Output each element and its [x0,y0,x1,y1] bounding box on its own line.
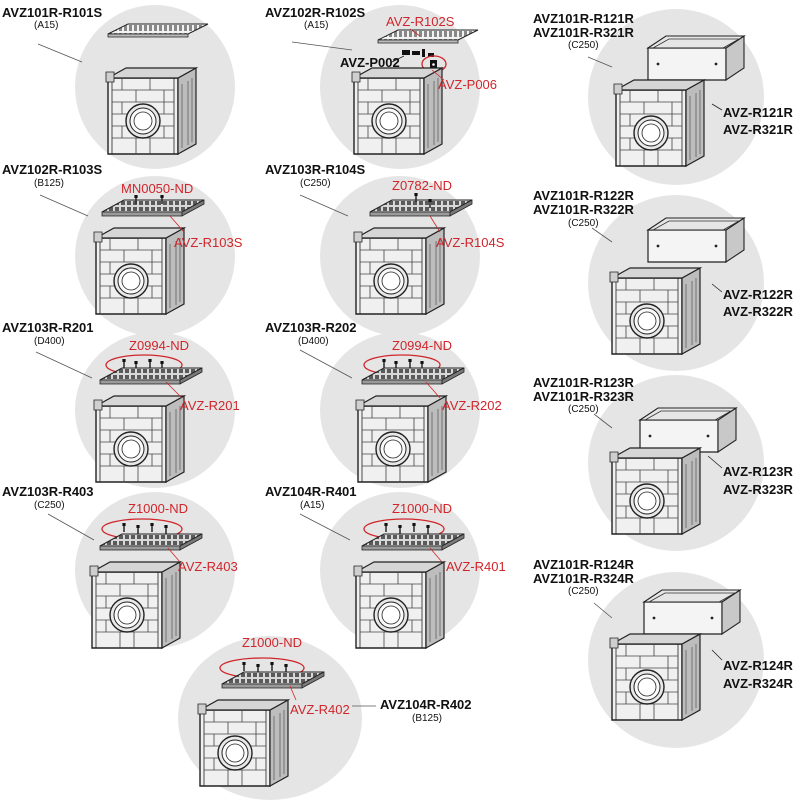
product-avz101r-r121r [587,9,764,185]
product-avz101r-r101s [37,5,235,169]
callout-z0994-nd-1: Z0994-ND [129,338,189,353]
callout-z1000-nd-3: Z1000-ND [242,635,302,650]
callout-avz-r323r: AVZ-R323R [723,482,793,497]
bolt-icon [402,49,434,57]
callout-avz-r402: AVZ-R402 [290,702,350,717]
product-avz101r-r123r [588,375,764,551]
callout-avz-r121r: AVZ-R121R [723,105,793,120]
product-code: AVZ101R-R122R [533,188,634,203]
load-class: (B125) [34,178,65,189]
load-class: (C250) [300,178,331,189]
drain-box-icon [613,79,705,167]
drain-box-icon [93,395,185,483]
extension-frame-icon [639,407,737,453]
callout-avz-r324r: AVZ-R324R [723,676,793,691]
product-avz104r-r401 [299,492,480,649]
product-code: AVZ102R-R103S [2,162,103,177]
load-class: (D400) [34,336,65,347]
callout-avz-r202: AVZ-R202 [442,398,502,413]
black-callouts: AVZ-P002 AVZ-R121R AVZ-R321R AVZ-R122R A… [340,55,793,691]
drain-box-icon [355,395,447,483]
extension-frame-icon [643,589,741,635]
callout-z0994-nd-2: Z0994-ND [392,338,452,353]
extension-frame-icon [647,35,745,81]
product-code: AVZ104R-R402 [380,697,472,712]
product-code-alt: AVZ101R-R323R [533,389,634,404]
callout-avz-r124r: AVZ-R124R [723,658,793,673]
callout-z0782-nd: Z0782-ND [392,178,452,193]
product-code: AVZ104R-R401 [265,484,357,499]
callout-avz-r123r: AVZ-R123R [723,464,793,479]
callout-z1000-nd-1: Z1000-ND [128,501,188,516]
drain-box-icon [105,67,197,155]
drain-box-icon [197,699,289,787]
product-code: AVZ101R-R123R [533,375,634,390]
drain-box-icon [89,561,181,649]
product-code: AVZ103R-R403 [2,484,94,499]
load-class: (B125) [412,713,443,724]
callout-avz-p006: AVZ-P006 [438,77,497,92]
product-avz101r-r124r [588,572,764,748]
product-code: AVZ101R-R124R [533,557,634,572]
callout-avz-r321r: AVZ-R321R [723,122,793,137]
load-class: (C250) [568,218,599,229]
drain-box-icon [609,447,701,535]
product-code-alt: AVZ101R-R324R [533,571,634,586]
callout-avz-p002: AVZ-P002 [340,55,400,70]
load-class: (D400) [298,336,329,347]
product-avz103r-r201 [35,332,235,488]
load-class: (C250) [34,500,65,511]
callout-avz-r401: AVZ-R401 [446,559,506,574]
load-class: (C250) [568,586,599,597]
bolt-icon [430,60,437,69]
drain-box-icon [353,227,445,315]
product-code: AVZ103R-R104S [265,162,366,177]
product-code: AVZ103R-R202 [265,320,357,335]
callout-avz-r122r: AVZ-R122R [723,287,793,302]
extension-frame-icon [647,217,745,263]
callout-avz-r104s: AVZ-R104S [436,235,505,250]
callout-mn0050-nd: MN0050-ND [121,181,193,196]
product-avz103r-r202 [299,332,480,488]
callout-z1000-nd-2: Z1000-ND [392,501,452,516]
product-code: AVZ103R-R201 [2,320,94,335]
callout-avz-r403: AVZ-R403 [178,559,238,574]
drain-box-icon [93,227,185,315]
drain-box-icon [609,267,701,355]
load-class: (A15) [304,20,329,31]
product-code: AVZ101R-R101S [2,5,103,20]
product-code-alt: AVZ101R-R321R [533,25,634,40]
drain-box-icon [351,67,443,155]
product-avz102r-r103s [39,176,235,336]
red-callouts: AVZ-R102S AVZ-P006 MN0050-ND AVZ-R103S Z… [121,14,506,717]
product-avz102r-r102s [291,5,480,169]
load-class: (C250) [568,40,599,51]
load-class: (C250) [568,404,599,415]
product-code-alt: AVZ101R-R322R [533,202,634,217]
callout-avz-r201: AVZ-R201 [180,398,240,413]
load-class: (A15) [34,20,59,31]
load-class: (A15) [300,500,325,511]
product-code: AVZ102R-R102S [265,5,366,20]
callout-avz-r102s: AVZ-R102S [386,14,455,29]
product-code: AVZ101R-R121R [533,11,634,26]
product-avz101r-r122r [588,195,764,371]
product-avz104r-r402 [178,636,376,800]
callout-avz-r103s: AVZ-R103S [174,235,243,250]
product-avz103r-r104s [299,176,480,336]
drain-box-icon [609,633,701,721]
product-avz103r-r403 [47,492,235,649]
drain-box-icon [353,561,445,649]
callout-avz-r322r: AVZ-R322R [723,304,793,319]
